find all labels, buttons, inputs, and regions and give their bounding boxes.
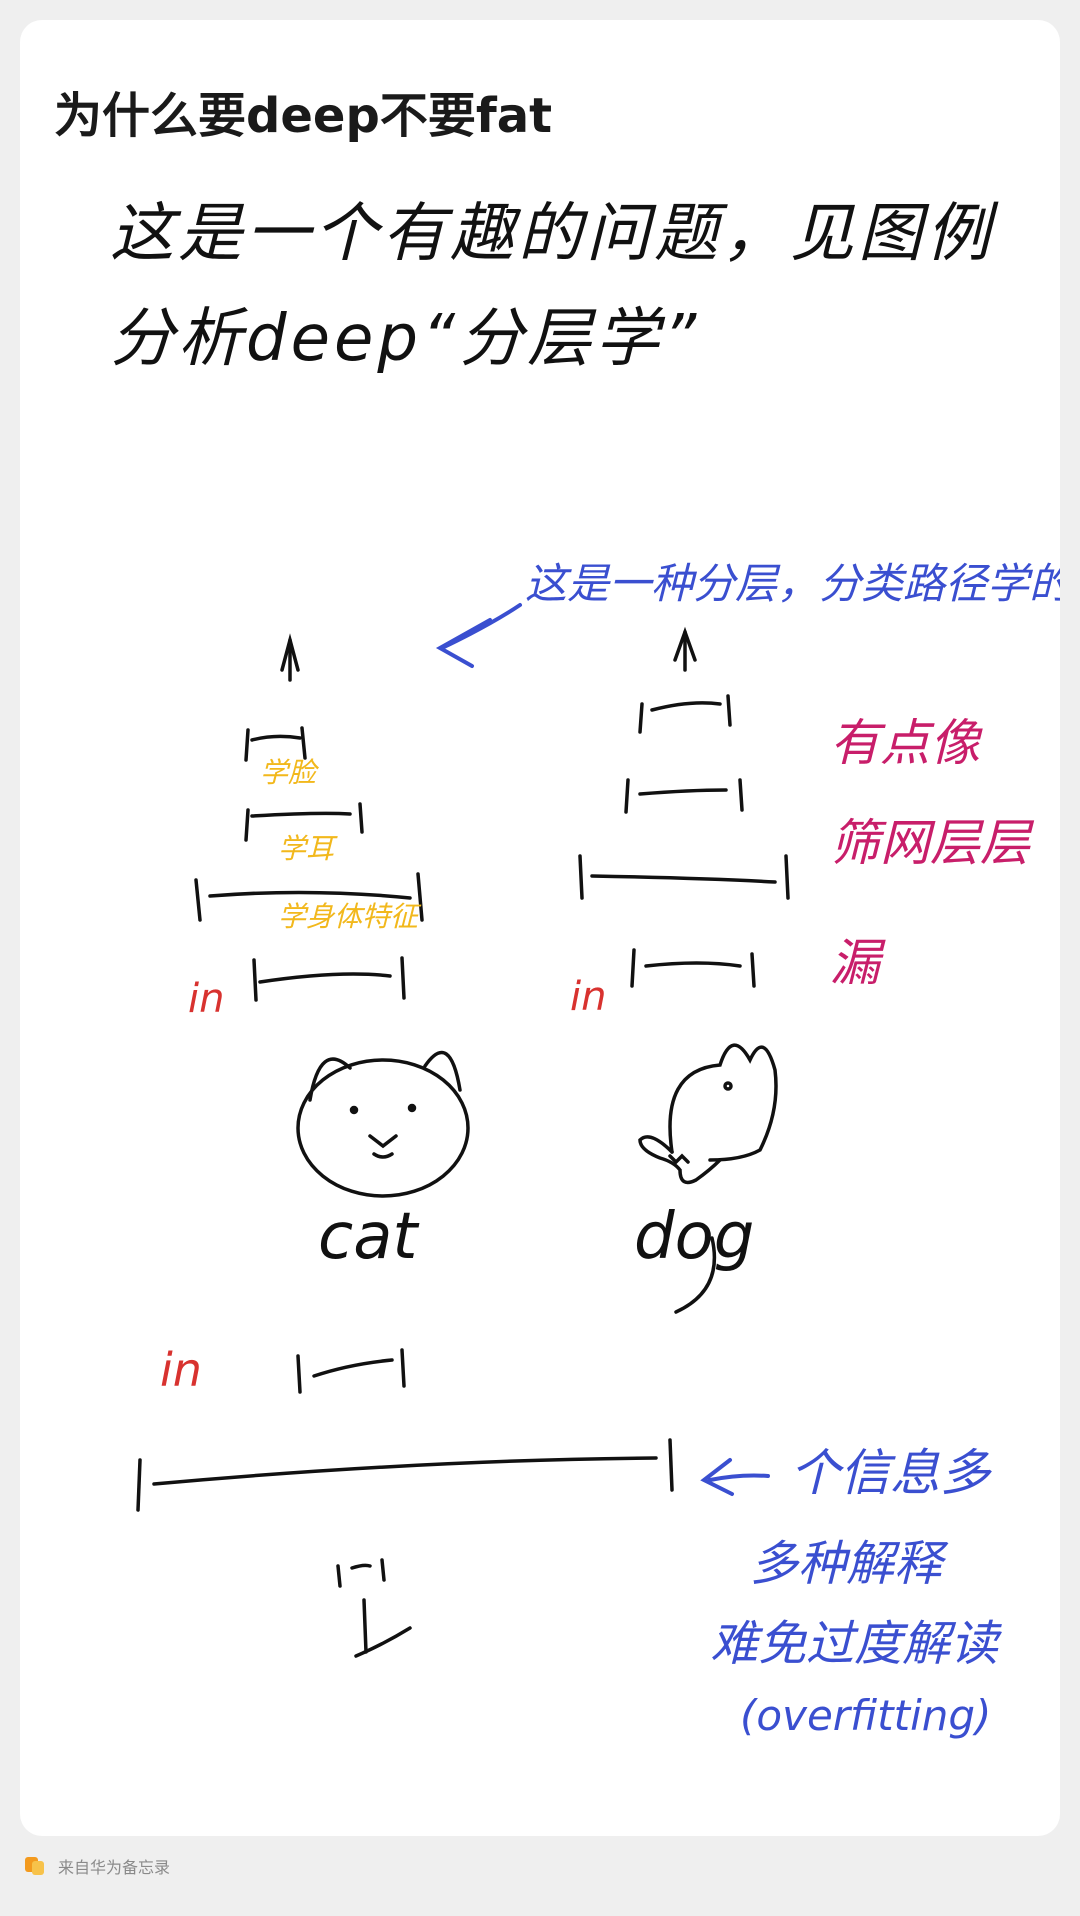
cat-layer-2: 学耳 xyxy=(278,832,338,865)
source-text: 来自华为备忘录 xyxy=(58,1858,171,1877)
cat-label: cat xyxy=(318,1200,420,1274)
note-card: 为什么要deep不要fat 这是一个有趣的问题，见图例 分析deep“分层学” … xyxy=(20,20,1060,1836)
source-footer: 来自华为备忘录 xyxy=(24,1852,170,1880)
cat-network xyxy=(194,633,424,1002)
fat-arrow xyxy=(700,1458,770,1496)
bottom-note-1: 多种解释 xyxy=(750,1536,949,1592)
bottom-note-2: 难免过度解读 xyxy=(710,1616,1002,1672)
note-title: 为什么要deep不要fat xyxy=(54,88,553,144)
dog-input-label: in xyxy=(570,974,606,1020)
arrow-note-text: 这是一种分层，分类路径学的东西 xyxy=(525,559,1060,608)
fat-input-label: in xyxy=(160,1343,202,1397)
cat-face-icon xyxy=(296,1050,470,1198)
handwritten-sketch: 这是一个有趣的问题，见图例 分析deep“分层学” 这是一种分层，分类路径学的东… xyxy=(110,197,1060,1740)
pink-note-2: 筛网层层 xyxy=(830,814,1035,872)
cat-layer-3: 学身体特征 xyxy=(278,900,422,933)
intro-line-1: 这是一个有趣的问题，见图例 xyxy=(110,197,999,271)
cat-layer-1: 学脸 xyxy=(260,756,320,789)
arrow-note: 这是一种分层，分类路径学的东西 xyxy=(435,559,1060,668)
intro-line-2: 分析deep“分层学” xyxy=(110,302,700,376)
dog-label: dog xyxy=(634,1200,754,1274)
dog-network xyxy=(578,626,790,988)
cat-input-label: in xyxy=(188,976,224,1022)
pink-note-1: 有点像 xyxy=(830,714,983,772)
fat-note: 个信息多 xyxy=(790,1444,992,1502)
pink-note-3: 漏 xyxy=(830,934,886,992)
fat-network xyxy=(136,1348,674,1658)
dog-tail xyxy=(674,1236,717,1314)
huawei-notes-app-icon xyxy=(24,1855,46,1877)
bottom-note-3: (overfitting) xyxy=(740,1691,991,1740)
dog-face-icon xyxy=(638,1043,778,1185)
